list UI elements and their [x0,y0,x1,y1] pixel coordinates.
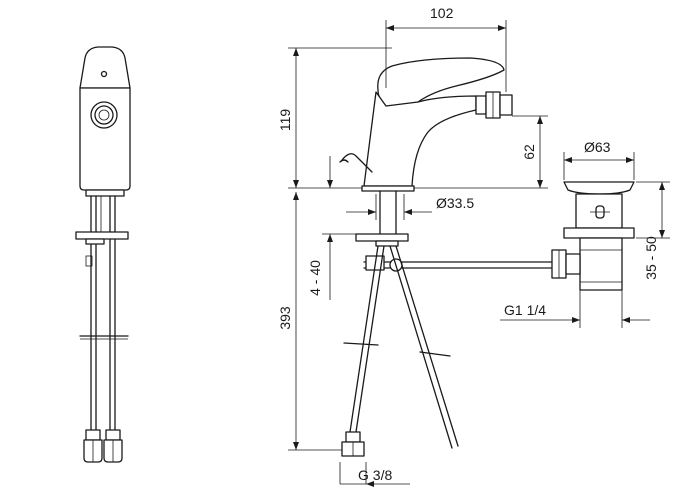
side-popup-rod [341,153,373,173]
front-hose-connectors [83,429,123,463]
side-mounting-nut [375,240,399,247]
waste-tail-pipe [579,237,623,291]
side-pull-rod [363,255,553,272]
side-hose-connector [341,431,365,457]
side-base [361,185,415,192]
front-mounting-rod [85,255,93,267]
front-aerator-inner [94,105,114,125]
dim-label-d63: Ø63 [584,139,611,155]
dimension-lines [288,20,670,487]
dim-label-119: 119 [277,109,293,132]
dim-label-35-50: 35 - 50 [643,236,659,280]
waste-locknut [563,227,635,239]
dim-label-d33-5: Ø33.5 [436,195,474,211]
front-body [79,87,131,191]
front-mounting-nut [85,238,105,245]
dim-label-393: 393 [277,306,293,330]
front-aerator-core [98,109,110,121]
dim-label-g1-1-4: G1 1/4 [504,302,546,318]
front-handle-dot [100,70,108,78]
dimension-labels: 102 119 62 Ø63 Ø33.5 4 - 40 393 35 - 50 … [277,5,659,483]
dim-label-62: 62 [521,144,537,160]
front-aerator-outer [90,101,118,129]
front-mounting-plate [75,231,129,240]
side-view [339,57,553,457]
waste-upper-body [575,193,623,229]
side-mounting-plate [355,233,409,242]
dim-label-g3-8: G 3/8 [358,467,392,483]
dim-label-4-40: 4 - 40 [307,260,323,296]
front-base [85,189,125,197]
waste-flange [563,181,635,195]
waste-view [551,181,635,291]
dim-label-102: 102 [430,5,454,21]
front-handle-cap [79,46,131,89]
side-hoses [343,245,459,449]
front-view [75,46,131,463]
side-body [363,91,477,187]
front-hoses [90,195,116,431]
side-spout-nozzle [475,91,513,119]
